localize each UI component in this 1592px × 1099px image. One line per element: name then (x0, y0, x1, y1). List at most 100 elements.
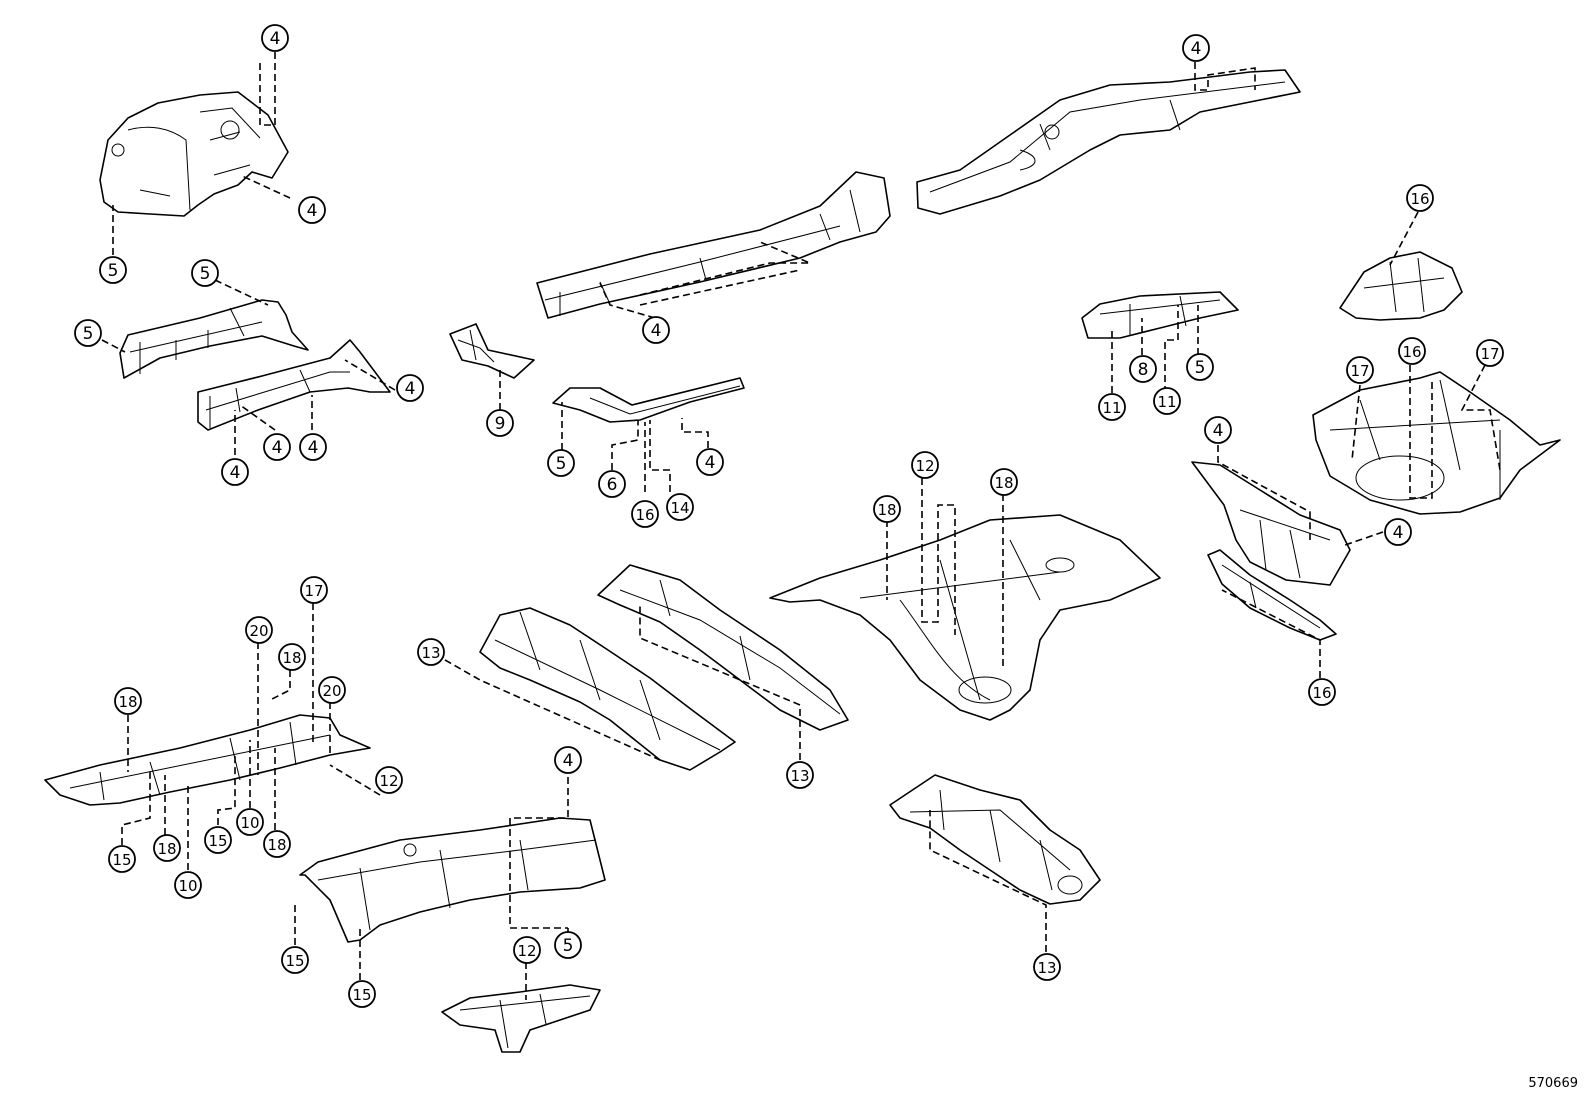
callout-15: 15 (281, 946, 309, 974)
callout-number: 16 (1402, 343, 1421, 361)
callout-circle (1153, 387, 1181, 415)
callout-13: 13 (786, 761, 814, 789)
callout-number: 4 (1191, 39, 1202, 59)
callout-18: 18 (873, 495, 901, 523)
callout-circle (1398, 337, 1426, 365)
floor-crossmember-plate (1081, 291, 1239, 339)
callout-16: 16 (1398, 337, 1426, 365)
callout-circle (278, 643, 306, 671)
callout-number: 18 (282, 649, 301, 667)
side-sill-inner-a (479, 607, 736, 771)
callout-number: 5 (83, 324, 94, 344)
callout-circle (263, 830, 291, 858)
figure-code: 570669 (1528, 1076, 1578, 1091)
callout-circle (1406, 184, 1434, 212)
callout-20: 20 (245, 616, 273, 644)
callout-circle (547, 449, 575, 477)
callout-4: 4 (221, 458, 249, 486)
callout-circle (299, 433, 327, 461)
callout-number: 5 (563, 936, 574, 956)
rocker-inner-short (552, 377, 745, 423)
callout-circle (911, 451, 939, 479)
callout-16: 16 (1308, 678, 1336, 706)
callout-number: 11 (1157, 393, 1176, 411)
callout-circle (375, 766, 403, 794)
callout-number: 4 (1393, 523, 1404, 543)
leader-lines (101, 52, 1501, 1000)
callout-circle (631, 500, 659, 528)
callout-18: 18 (153, 834, 181, 862)
callout-circle (221, 458, 249, 486)
dash-panel (299, 817, 606, 943)
callout-13: 13 (1033, 953, 1061, 981)
callout-number: 12 (379, 772, 398, 790)
callout-4: 4 (1182, 34, 1210, 62)
callout-5: 5 (191, 259, 219, 287)
callout-circle (245, 616, 273, 644)
callout-number: 15 (112, 851, 131, 869)
callout-5: 5 (547, 449, 575, 477)
front-side-member-right (197, 339, 391, 431)
rear-crossmember (889, 774, 1101, 905)
callout-circle (99, 256, 127, 284)
callout-number: 4 (563, 751, 574, 771)
callout-circle (666, 493, 694, 521)
callout-circle (300, 576, 328, 604)
callout-10: 10 (236, 808, 264, 836)
callout-circle (554, 931, 582, 959)
callout-4: 4 (696, 448, 724, 476)
callout-number: 17 (1480, 345, 1499, 363)
callout-5: 5 (554, 931, 582, 959)
callout-number: 20 (249, 622, 268, 640)
callout-number: 10 (240, 814, 259, 832)
callout-number: 13 (790, 767, 809, 785)
callout-circle (1182, 34, 1210, 62)
callout-4: 4 (299, 433, 327, 461)
callout-circle (174, 871, 202, 899)
callout-circle (1129, 355, 1157, 383)
callout-circle (642, 316, 670, 344)
callout-circle (191, 259, 219, 287)
callout-15: 15 (348, 980, 376, 1008)
callout-circle (281, 946, 309, 974)
callout-number: 11 (1102, 399, 1121, 417)
callout-number: 16 (635, 506, 654, 524)
callout-circle (1098, 393, 1126, 421)
callout-circle (1186, 353, 1214, 381)
callout-18: 18 (278, 643, 306, 671)
spare-tire-cover (1339, 251, 1463, 321)
callout-number: 13 (421, 644, 440, 662)
callout-number: 14 (670, 499, 689, 517)
callout-number: 6 (607, 475, 618, 495)
front-floor-pan (44, 714, 371, 806)
side-sill-inner-b (597, 564, 849, 731)
callout-circle (396, 374, 424, 402)
callout-circle (263, 433, 291, 461)
callout-number: 17 (304, 582, 323, 600)
callout-18: 18 (990, 468, 1018, 496)
callout-circle (554, 746, 582, 774)
callout-4: 4 (554, 746, 582, 774)
callout-number: 5 (1195, 358, 1206, 378)
callout-4: 4 (1384, 518, 1412, 546)
callout-number: 15 (352, 986, 371, 1004)
callout-4: 4 (642, 316, 670, 344)
callout-circle (298, 196, 326, 224)
rear-floor-side-member (916, 69, 1301, 215)
callout-circle (108, 845, 136, 873)
callout-circle (236, 808, 264, 836)
callout-15: 15 (108, 845, 136, 873)
callout-circle (513, 936, 541, 964)
callout-9: 9 (486, 409, 514, 437)
callout-4: 4 (298, 196, 326, 224)
floor-tunnel-bracket (441, 984, 601, 1053)
callout-number: 18 (877, 501, 896, 519)
callout-12: 12 (513, 936, 541, 964)
front-apron-upper (99, 91, 289, 217)
callout-4: 4 (1204, 416, 1232, 444)
callout-circle (1308, 678, 1336, 706)
callout-circle (74, 319, 102, 347)
callout-13: 13 (417, 638, 445, 666)
callout-circle (1204, 416, 1232, 444)
